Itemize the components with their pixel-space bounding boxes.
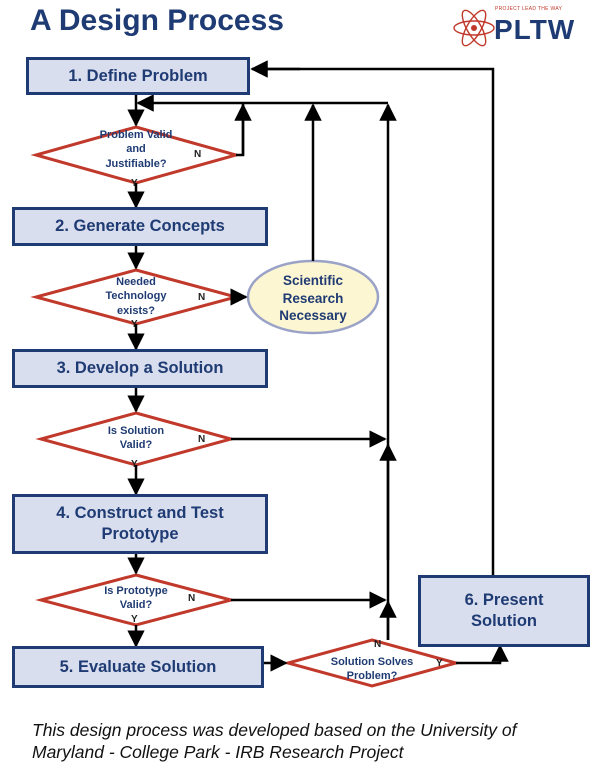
caption: This design process was developed based … — [32, 720, 517, 762]
logo-tagline: PROJECT LEAD THE WAY — [495, 6, 563, 12]
label-d5-no: N — [374, 639, 382, 650]
label-d1-yes: Y — [131, 178, 138, 189]
decision-text-prototype-valid: Is Prototype Valid? — [104, 585, 168, 612]
label-d3-no: N — [198, 434, 206, 445]
decision-text-technology-exists: Needed Technology exists? — [105, 276, 167, 317]
decision-text-problem-valid: Problem Valid and Justifiable? — [99, 129, 173, 170]
label-d5-yes: Y — [436, 658, 443, 669]
decision-text-solution-valid: Is Solution Valid? — [107, 425, 165, 452]
label-d4-yes: Y — [131, 614, 138, 625]
label-d3-yes: Y — [131, 459, 138, 470]
atom-icon — [453, 9, 495, 47]
step-present-solution: 6. Present Solution — [418, 575, 590, 647]
label-d1-no: N — [194, 149, 202, 160]
label-d2-yes: Y — [131, 319, 138, 330]
label-d2-no: N — [198, 292, 206, 303]
logo-wordmark: PLTW — [494, 14, 576, 45]
decision-diamond-5 — [282, 638, 462, 688]
research-text: Scientific Research Necessary — [279, 273, 347, 324]
step-develop-solution: 3. Develop a Solution — [12, 349, 268, 388]
step-evaluate-solution: 5. Evaluate Solution — [12, 646, 264, 688]
decision-text-solution-solves: Solution Solves Problem? — [330, 656, 414, 683]
label-d4-no: N — [188, 593, 196, 604]
step-generate-concepts: 2. Generate Concepts — [12, 207, 268, 246]
step-define-problem: 1. Define Problem — [26, 57, 250, 95]
page-title: A Design Process — [30, 4, 284, 37]
step-construct-test-prototype: 4. Construct and Test Prototype — [12, 494, 268, 554]
